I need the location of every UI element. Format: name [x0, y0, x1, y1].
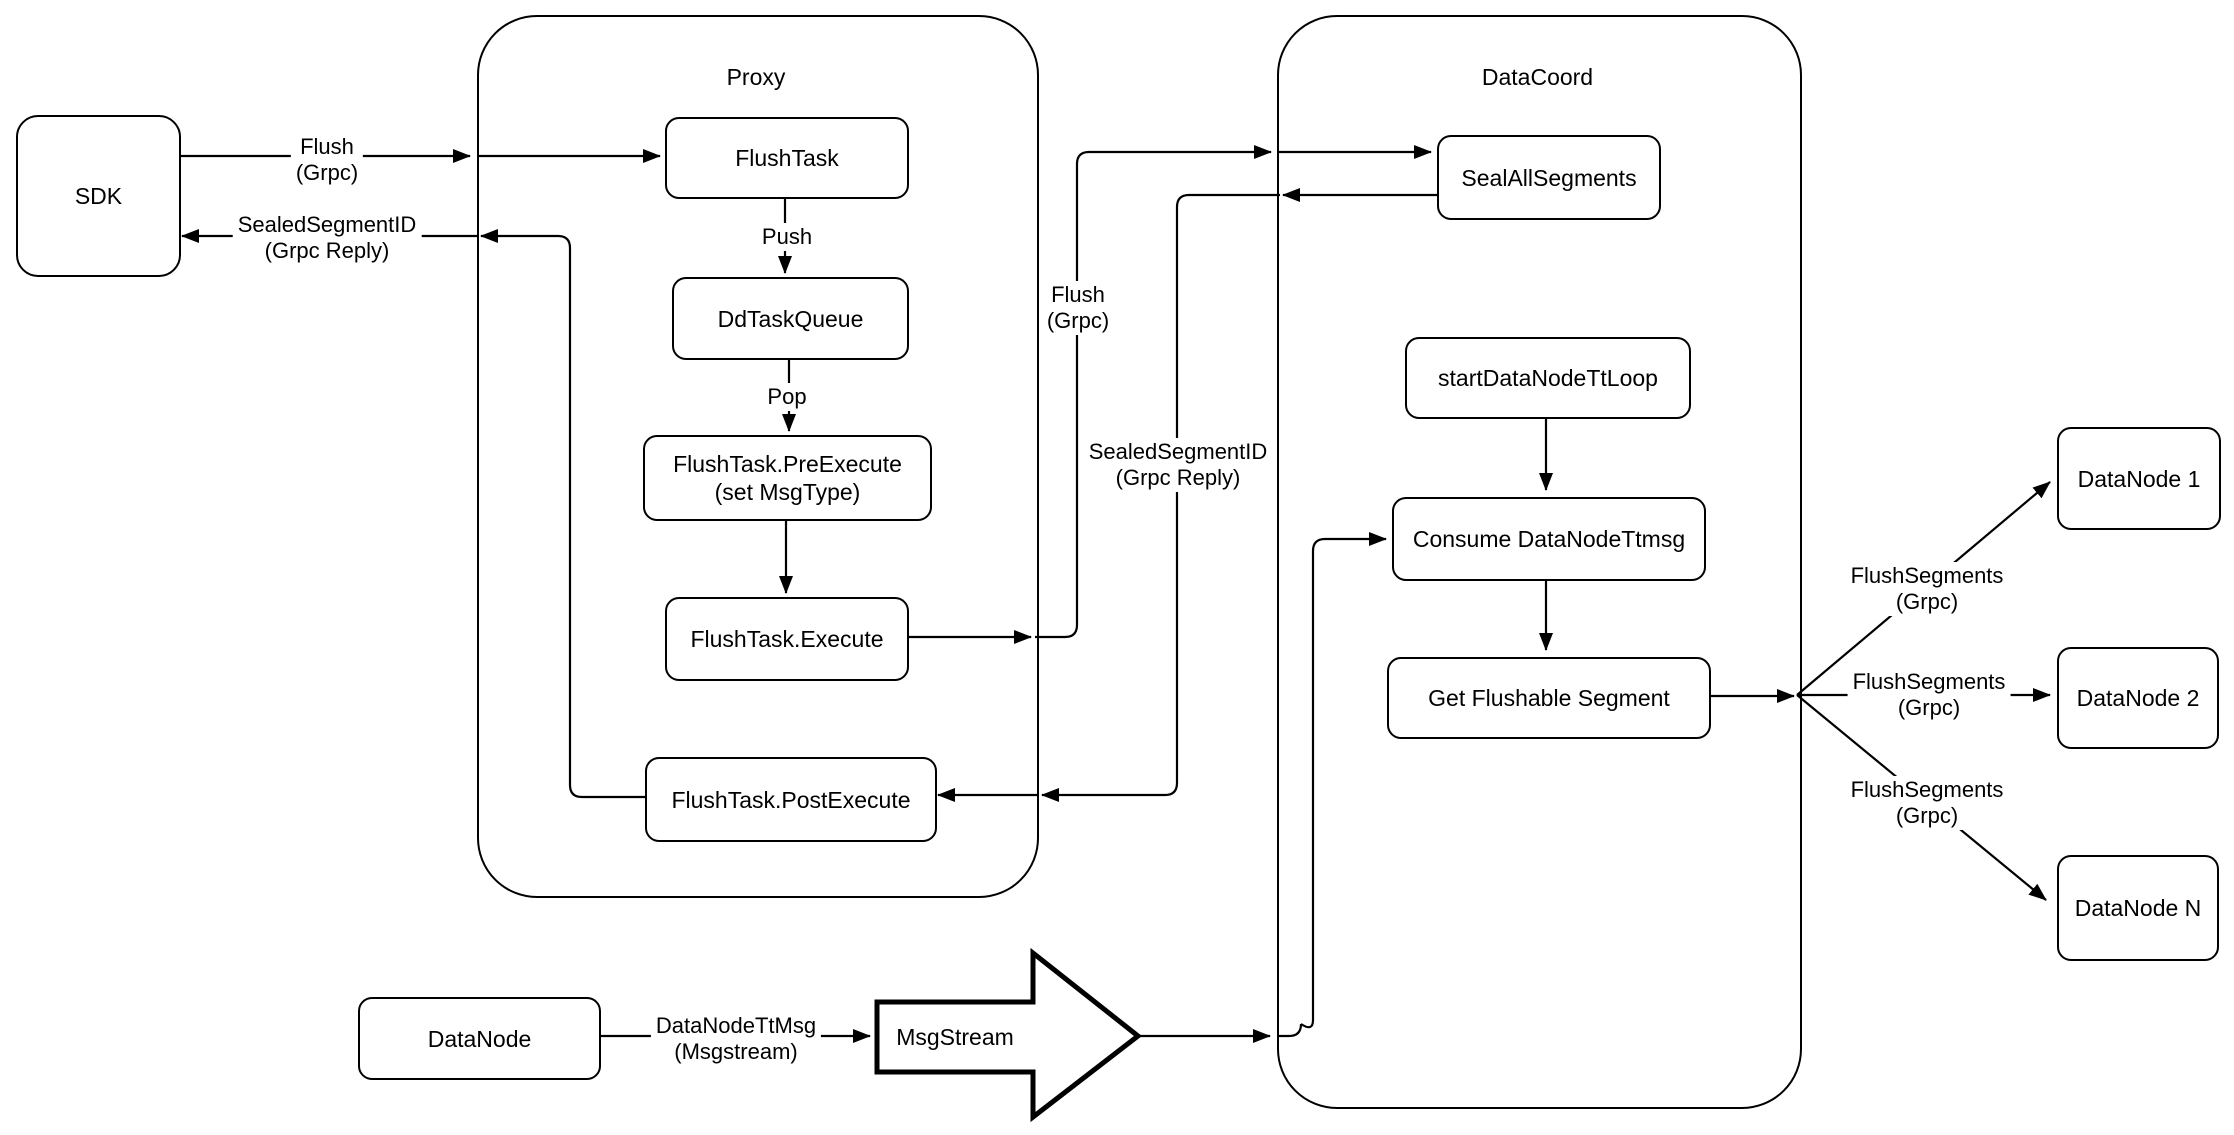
edge-postexecute-to-proxy-border [480, 229, 645, 799]
node-datanode-1: DataNode 1 [2057, 427, 2221, 530]
edge-border-up-to-consume [1277, 539, 1386, 1038]
node-consume-datanodettmsg: Consume DataNodeTtmsg [1392, 497, 1706, 581]
proxy-container-title: Proxy [726, 64, 786, 90]
label-flush-grpc-execute: Flush (Grpc) [1041, 281, 1115, 335]
edge-reply-down-to-proxy-border [1041, 193, 1280, 802]
label-push: Push [756, 223, 818, 251]
node-preexecute: FlushTask.PreExecute (set MsgType) [643, 435, 932, 521]
label-pop: Pop [762, 383, 812, 411]
datacoord-container-title: DataCoord [1481, 64, 1594, 90]
node-datanode-bottom: DataNode [358, 997, 601, 1080]
msgstream-label: MsgStream [896, 1023, 1014, 1050]
label-flushsegments-2: FlushSegments (Grpc) [1847, 668, 2011, 722]
label-flush-grpc-sdk: Flush (Grpc) [290, 133, 364, 187]
label-flushsegments-1: FlushSegments (Grpc) [1845, 562, 2009, 616]
node-ddtaskqueue: DdTaskQueue [672, 277, 909, 360]
proxy-container [477, 15, 1039, 898]
node-startdatanodettloop: startDataNodeTtLoop [1405, 337, 1691, 419]
node-sdk: SDK [16, 115, 181, 277]
label-sealedsegmentid-postexecute: SealedSegmentID (Grpc Reply) [1083, 438, 1273, 492]
edge-execute-up-to-datacoord-border [1035, 145, 1272, 639]
node-sealallsegments: SealAllSegments [1437, 135, 1661, 220]
datacoord-container [1277, 15, 1802, 1109]
node-datanode-n: DataNode N [2057, 855, 2219, 961]
label-sealedsegmentid-sdk: SealedSegmentID (Grpc Reply) [232, 211, 422, 265]
label-flushsegments-n: FlushSegments (Grpc) [1845, 776, 2009, 830]
node-postexecute: FlushTask.PostExecute [645, 757, 937, 842]
label-datanodettmsg: DataNodeTtMsg (Msgstream) [650, 1012, 822, 1066]
node-execute: FlushTask.Execute [665, 597, 909, 681]
node-datanode-2: DataNode 2 [2057, 647, 2219, 749]
node-flushtask: FlushTask [665, 117, 909, 199]
msgstream-block-arrow [874, 947, 1143, 1123]
node-get-flushable-segment: Get Flushable Segment [1387, 657, 1711, 739]
